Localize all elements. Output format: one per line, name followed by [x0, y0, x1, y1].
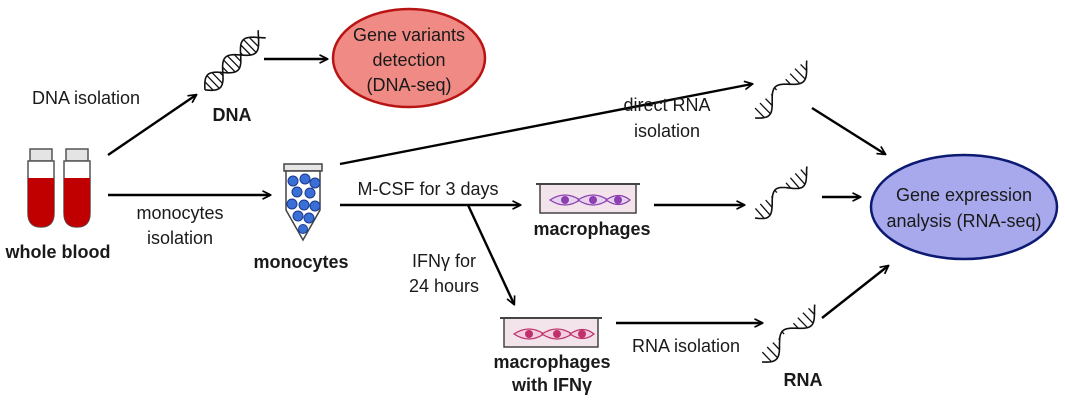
helix-rung [792, 322, 799, 329]
helix-rung [781, 331, 785, 335]
helix-rung [233, 54, 242, 62]
gene-variants-line2: detection [372, 50, 445, 70]
arrow-to-ifng-macrophages [466, 204, 514, 304]
direct-rna-label-line2: isolation [634, 121, 700, 141]
helix-rung [785, 78, 792, 85]
rna-strand-icon [754, 166, 808, 220]
helix-rung [774, 189, 778, 194]
helix-backbone [754, 60, 808, 119]
blood-tubes-icon [27, 148, 91, 228]
macrophages-ifng-label-line2: with IFNγ [511, 375, 592, 395]
rna-strand-icon [754, 60, 808, 119]
gene-expression-ellipse [869, 153, 1059, 261]
monocytes-isolation-label-line2: isolation [147, 228, 213, 248]
macrophages-dish-icon [536, 183, 640, 214]
helix-rung [800, 169, 807, 177]
helix-rung [802, 312, 814, 324]
dna-isolation-label: DNA isolation [32, 88, 140, 108]
helix-rung [759, 102, 771, 115]
helix-backbone [754, 166, 808, 220]
helix-rung [211, 72, 223, 84]
helix-rung [778, 338, 781, 340]
helix-rung [754, 207, 765, 219]
macrophage-cells [548, 194, 631, 206]
helix-rung [222, 66, 229, 74]
whole-blood-label: whole blood [5, 242, 111, 262]
helix-rung [754, 107, 765, 119]
macrophages-ifng-dish-icon [500, 317, 602, 348]
helix-rung [765, 199, 773, 208]
helix-rung [772, 342, 780, 350]
helix-rung [794, 172, 806, 185]
helix-backbone [761, 304, 816, 363]
helix-rung [765, 98, 773, 106]
helix-rung [243, 39, 257, 53]
monocytes-label: monocytes [253, 252, 348, 272]
arrow-blood-to-dna [107, 95, 196, 156]
direct-rna-label-line1: direct RNA [623, 95, 710, 115]
gene-expression-node: Gene expression analysis (RNA-seq) [869, 153, 1059, 261]
rna-strand-icon [761, 304, 816, 363]
gene-expression-line1: Gene expression [896, 185, 1032, 205]
rna-isolation-label: RNA isolation [632, 336, 740, 356]
helix-rung [770, 94, 773, 97]
macrophages-label: macrophages [533, 219, 650, 239]
helix-rung [785, 182, 792, 189]
rna-label: RNA [784, 370, 823, 390]
helix-rung [770, 196, 773, 199]
ifng-label-line1: IFNγ for [412, 251, 476, 271]
helix-rung [223, 59, 236, 73]
arrow-direct-rna [339, 84, 752, 166]
monocytes-tube-icon [283, 163, 323, 242]
gene-variants-line3: (DNA-seq) [366, 75, 451, 95]
helix-rung [219, 71, 224, 77]
helix-rung [256, 36, 259, 40]
helix-rung [789, 73, 801, 85]
helix-rung [797, 317, 808, 329]
arrow-rna1-to-expression [811, 106, 885, 154]
gene-variants-ellipse [331, 7, 487, 109]
gene-variants-line1: Gene variants [353, 25, 465, 45]
helix-rung [227, 55, 240, 69]
helix-rung [240, 44, 252, 56]
dna-helix-icon [204, 30, 266, 92]
gene-variants-node: Gene variants detection (DNA-seq) [331, 7, 487, 109]
macrophages-ifng-label-line1: macrophages [493, 352, 610, 372]
helix-rung [774, 87, 778, 91]
helix-rung [789, 177, 800, 189]
helix-rung [248, 36, 259, 48]
monocyte-cells [286, 173, 321, 234]
monocytes-isolation-label-line1: monocytes [136, 203, 223, 223]
helix-rung [206, 75, 220, 89]
helix-rung [808, 307, 815, 315]
arrow-rna3-to-expression [821, 266, 888, 319]
blood-tube-icon [27, 148, 55, 228]
ifng-label-line2: 24 hours [409, 276, 479, 296]
helix-rung [761, 351, 772, 363]
blood-tube-icon [63, 148, 91, 228]
mcsf-label: M-CSF for 3 days [357, 179, 498, 199]
helix-rung [204, 81, 214, 91]
dna-label: DNA [213, 105, 252, 125]
helix-rung [759, 203, 771, 216]
macrophage-ifng-cells [512, 328, 595, 340]
helix-rung [766, 346, 779, 359]
helix-rung [794, 68, 806, 80]
helix-rung [240, 52, 244, 56]
gene-expression-line2: analysis (RNA-seq) [886, 211, 1041, 231]
helix-rung [800, 63, 808, 71]
